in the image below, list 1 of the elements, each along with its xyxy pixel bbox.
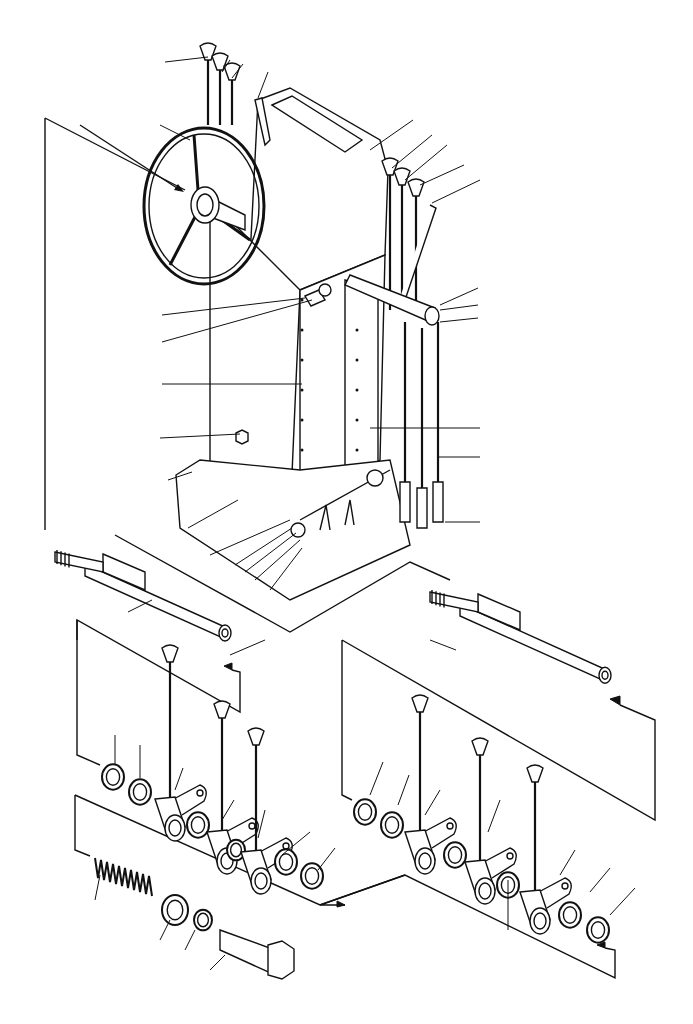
steering-console-exploded-drawing	[44, 42, 656, 980]
